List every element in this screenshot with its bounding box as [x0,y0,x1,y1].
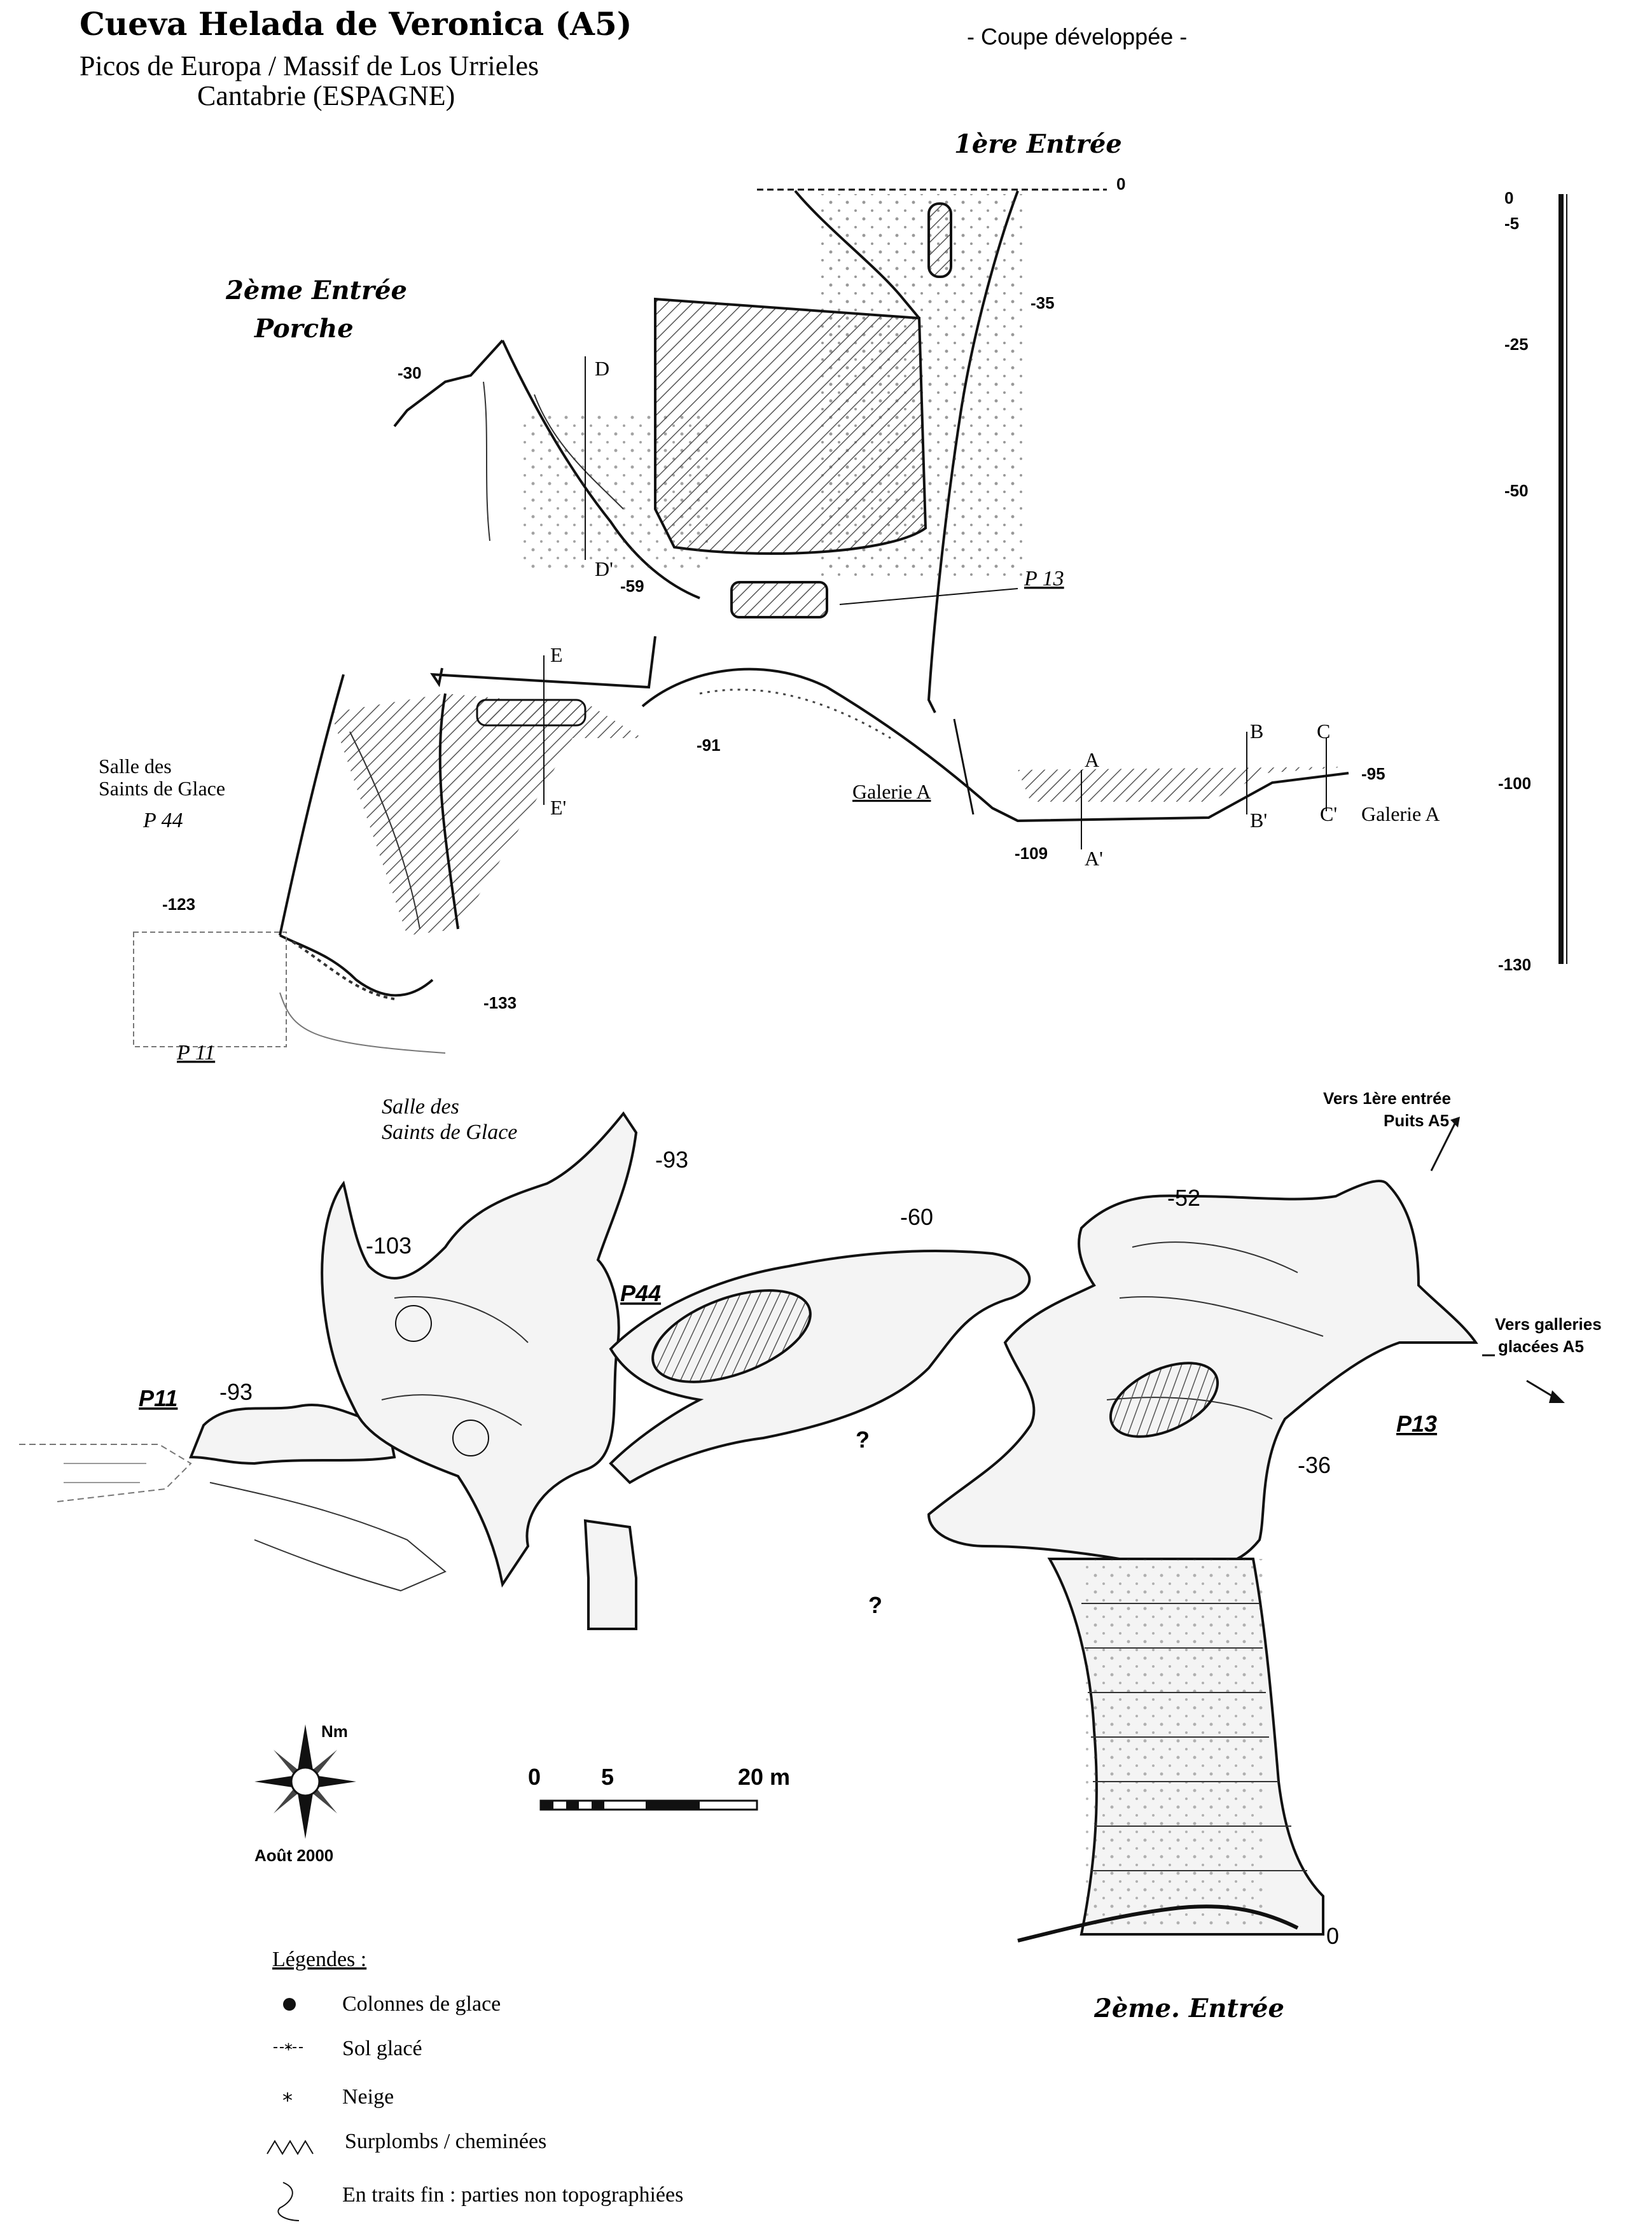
depth-scale-tick-50: -50 [1504,481,1529,500]
legend-ice-columns: Colonnes de glace [342,1992,501,2016]
plan-second-entrance-label: 2ème. Entrée [1093,1993,1284,2023]
to-ice-galleries-line2: glacées A5 [1498,1337,1584,1356]
unknown-passage-2: ? [868,1592,882,1618]
porch-label: Porche [254,314,354,344]
depth-59: -59 [620,576,644,596]
profile-ep-label: E' [550,796,566,819]
north-arrow: Nm Août 2000 [254,1722,356,1865]
profile-d-label: D [595,357,609,380]
profile-e-label: E [550,643,563,666]
compass-rose-icon [254,1724,356,1839]
depth-123: -123 [162,895,195,914]
depth-91: -91 [697,736,721,755]
p13-section-label: P 13 [1024,567,1064,590]
legend-ice-floor: Sol glacé [342,2037,422,2060]
plan-depth-52: -52 [1167,1185,1200,1211]
to-ice-galleries-line1: Vers galleries [1495,1315,1602,1334]
profile-ap-label: A' [1085,847,1103,870]
plan-salle-line1: Salle des [382,1095,459,1119]
profile-b-label: B [1250,720,1263,743]
map-title: Cueva Helada de Veronica (A5) [80,5,632,43]
scale-tick-0: 0 [528,1764,541,1790]
plan-depth-93-left: -93 [219,1379,253,1405]
depth-scale-tick-25: -25 [1504,335,1529,354]
depth-scale-tick-100: -100 [1498,774,1531,793]
p44-plan-label: P44 [620,1280,661,1306]
profile-a-label: A [1085,748,1099,771]
survey-date: Août 2000 [254,1846,333,1865]
svg-text:*: * [284,2041,293,2060]
subtitle-massif: Picos de Europa / Massif de Los Urrieles [80,50,539,81]
plan-depth-0: 0 [1326,1923,1339,1949]
overhang-icon [267,2140,314,2155]
north-label: Nm [321,1722,348,1741]
plan-depth-93-top: -93 [655,1147,688,1173]
scale-bar: 0 5 20 m [528,1764,790,1811]
depth-35: -35 [1031,293,1055,312]
scale-tick-20: 20 m [738,1764,790,1790]
depth-95: -95 [1361,764,1385,783]
profile-bp-label: B' [1250,809,1267,832]
legend: Légendes : Colonnes de glace * Sol glacé… [267,1948,683,2221]
to-first-entrance-line1: Vers 1ère entrée [1323,1089,1451,1108]
salle-label-line1: Salle des [99,755,172,778]
profile-c-label: C [1317,720,1330,743]
galerie-a-label-right: Galerie A [1361,802,1440,825]
ice-floor-icon: * [274,2041,305,2060]
depth-scale-tick-130: -130 [1498,955,1531,974]
profile-cp-label: C' [1320,802,1337,825]
profile-dp-label: D' [595,557,613,580]
plan-salle-line2: Saints de Glace [382,1120,517,1144]
depth-133: -133 [483,993,517,1012]
ice-column-icon [283,1998,296,2011]
plan-depth-103: -103 [366,1232,412,1259]
first-entrance-label: 1ère Entrée [954,129,1122,159]
depth-scale: 0 -5 -25 -50 -100 -130 [1498,188,1567,974]
thin-line-icon [277,2182,300,2221]
p11-section-label: P 11 [176,1041,215,1065]
depth-30: -30 [398,363,422,382]
depth-scale-tick-0: 0 [1504,188,1513,207]
developed-section: 1ère Entrée 2ème Entrée Porche 0 -35 -30… [99,129,1440,1065]
legend-thin-lines: En traits fin : parties non topographiée… [342,2183,683,2207]
unknown-passage-1: ? [856,1427,870,1453]
section-type-label: - Coupe développée - [967,24,1187,50]
p13-plan-label: P13 [1396,1411,1437,1437]
depth-109: -109 [1015,844,1048,863]
depth-0-section: 0 [1116,174,1125,193]
depth-scale-tick-5: -5 [1504,214,1519,233]
second-entrance-label: 2ème Entrée [225,276,407,305]
p11-plan-label: P11 [139,1385,177,1411]
to-first-entrance-line2: Puits A5 [1384,1111,1449,1130]
plan-depth-60: -60 [900,1204,933,1230]
galerie-a-label-left: Galerie A [852,780,931,803]
scale-tick-5: 5 [601,1764,614,1790]
legend-title: Légendes : [272,1948,366,1971]
legend-snow: Neige [342,2085,394,2109]
salle-label-line2: Saints de Glace [99,777,225,800]
plan-view: Salle des Saints de Glace P11 P44 P13 -9… [19,1089,1602,2023]
snow-icon: * [282,2088,293,2112]
p44-section-label: P 44 [142,809,183,832]
legend-overhangs: Surplombs / cheminées [345,2130,546,2153]
subtitle-region: Cantabrie (ESPAGNE) [197,80,455,111]
plan-depth-36: -36 [1298,1452,1331,1478]
